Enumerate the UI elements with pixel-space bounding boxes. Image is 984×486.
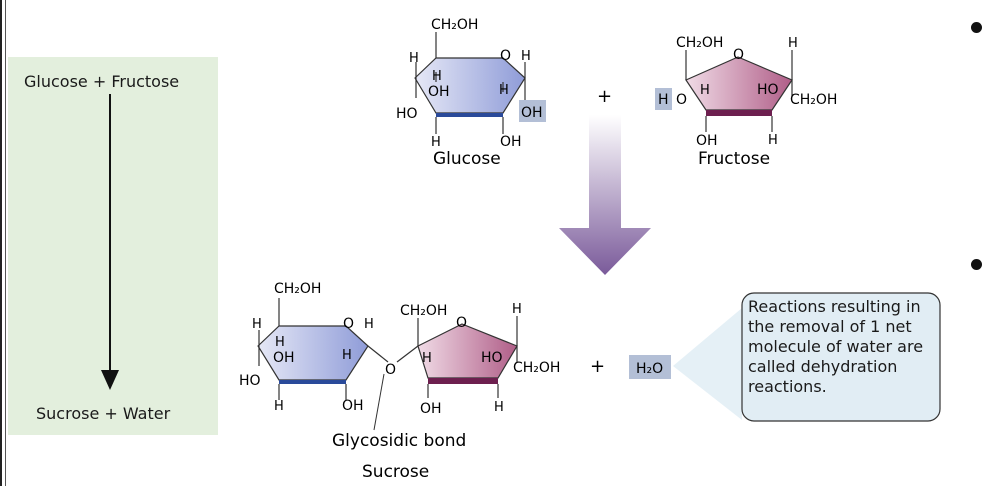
fructose-ch2oh: CH₂OH [790, 92, 837, 108]
sucrose-fructose-ch2oh: CH₂OH [513, 360, 560, 376]
sucrose-glucose-h: H [252, 317, 262, 332]
fructose-h: H [700, 83, 710, 98]
glucose-ho: HO [396, 106, 418, 122]
glucose-molecule: CH₂OH H O H H OH H OH HO H OH Glucose [396, 17, 546, 169]
bridge-oxygen: O [385, 362, 396, 378]
sucrose-glucose-h: H [274, 399, 284, 414]
callout-pointer [673, 308, 742, 420]
glycosidic-bond-label: Glycosidic bond [332, 431, 466, 451]
fructose-molecule: CH₂OH O H H O H HO CH₂OH OH H Fructose [655, 35, 837, 169]
glucose-h: H [521, 49, 531, 64]
fructose-h: H [768, 133, 778, 148]
sucrose-fructose-o: O [456, 315, 467, 331]
sucrose-glucose-h: H [275, 335, 285, 350]
sucrose-fructose-h: H [494, 400, 504, 415]
glucose-h: H [432, 69, 442, 84]
sucrose-fructose-ch2oh: CH₂OH [400, 303, 447, 319]
sucrose-fructose-ho: HO [481, 350, 503, 366]
glucose-oh-highlighted: OH [521, 105, 543, 121]
sucrose-fructose-oh: OH [420, 401, 442, 417]
bullet-dot [971, 22, 982, 33]
left-frame-border [0, 0, 8, 486]
h-highlight [655, 88, 672, 110]
fructose-ring [685, 56, 793, 111]
fructose-h: H [788, 36, 798, 51]
callout-text: Reactions resulting in the removal of 1 … [748, 297, 924, 396]
reactants-label: Glucose + Fructose [24, 72, 180, 91]
products-label: Sucrose + Water [36, 404, 171, 423]
fructose-h-highlighted: H [658, 92, 669, 108]
glucose-ch2oh: CH₂OH [431, 17, 478, 33]
fructose-o: O [733, 47, 744, 63]
fructose-ho: HO [757, 82, 779, 98]
glucose-oh: OH [500, 134, 522, 150]
sucrose-fructose-h: H [422, 351, 432, 366]
glucose-name: Glucose [433, 149, 501, 169]
sucrose-glucose-oh: OH [342, 398, 364, 414]
glucose-h: H [409, 51, 419, 66]
sucrose-glucose-oh: OH [273, 350, 295, 366]
sucrose-fructose-ring [417, 323, 518, 379]
glucose-h: H [499, 83, 509, 98]
fructose-oh: OH [696, 133, 718, 149]
water-label: H₂O [636, 361, 663, 377]
plus-sign: + [590, 356, 605, 377]
sucrose-glucose-h: H [364, 317, 374, 332]
sucrose-glucose-ch2oh: CH₂OH [274, 281, 321, 297]
callout-box [741, 292, 941, 422]
sucrose-fructose-h: H [512, 302, 522, 317]
water-highlight [629, 355, 671, 379]
fructose-name: Fructose [698, 149, 770, 169]
bullet-dot [971, 259, 982, 270]
reaction-arrow-down [101, 94, 119, 390]
fructose-o: O [676, 92, 687, 108]
glucose-o: O [500, 48, 511, 64]
sucrose-glucose-o: O [343, 316, 354, 332]
sucrose-glucose-h: H [342, 348, 352, 363]
glucose-h: H [431, 135, 441, 150]
sucrose-glucose-ho: HO [239, 373, 261, 389]
fructose-ch2oh: CH₂OH [676, 35, 723, 51]
plus-sign: + [597, 86, 612, 107]
oh-highlight [519, 100, 546, 122]
sucrose-name: Sucrose [362, 462, 429, 482]
reaction-arrow [559, 115, 651, 275]
glucose-oh: OH [428, 84, 450, 100]
sucrose-molecule: CH₂OH H O H H OH H HO H OH O CH₂OH O H H… [239, 281, 560, 482]
